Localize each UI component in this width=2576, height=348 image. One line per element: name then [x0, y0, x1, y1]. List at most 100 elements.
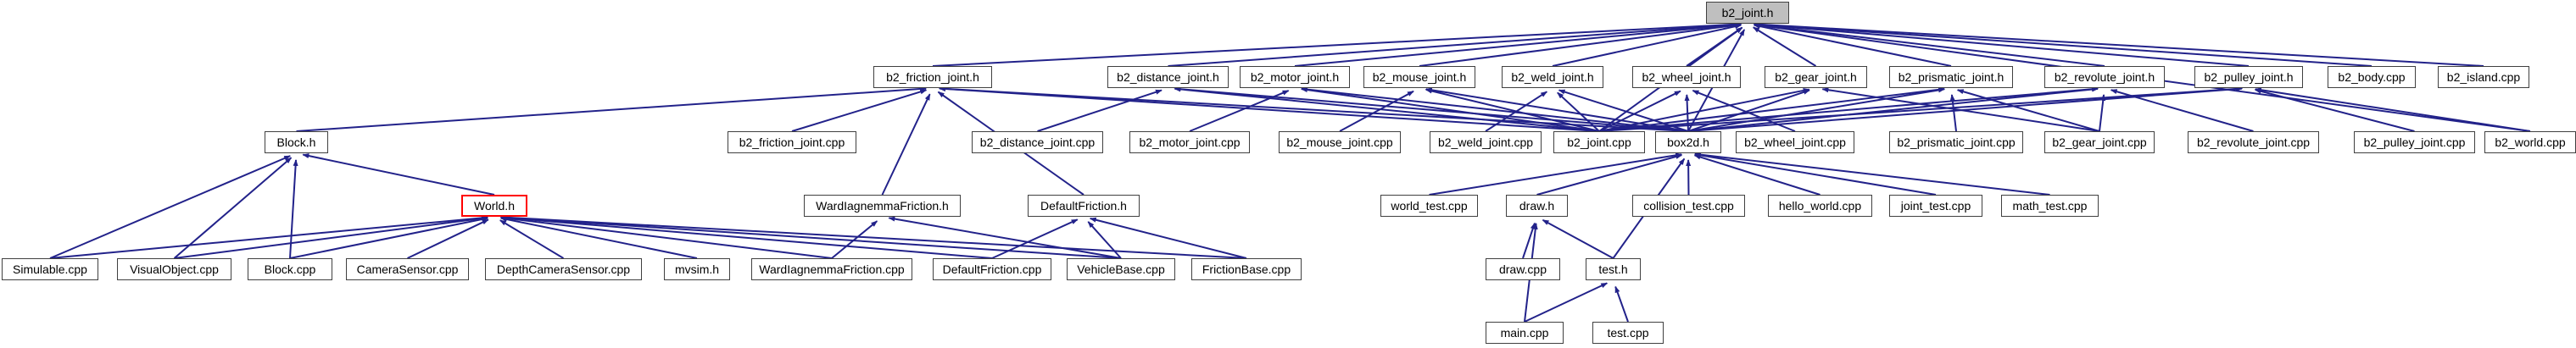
- graph-node-label: b2_prismatic_joint.h: [1898, 70, 2004, 84]
- graph-node-Block-h[interactable]: Block.h: [265, 131, 328, 153]
- graph-node-b2-wheel-joint-cpp[interactable]: b2_wheel_joint.cpp: [1736, 131, 1854, 153]
- graph-node-math-test-cpp[interactable]: math_test.cpp: [2001, 195, 2099, 217]
- graph-edge: [1687, 89, 1810, 132]
- graph-node-b2-prismatic-joint-cpp[interactable]: b2_prismatic_joint.cpp: [1889, 131, 2023, 153]
- graph-node-label: b2_world.cpp: [2495, 135, 2566, 149]
- graph-node-VisualObject-cpp[interactable]: VisualObject.cpp: [117, 258, 231, 280]
- graph-edge: [1174, 86, 1600, 132]
- graph-node-CameraSensor-cpp[interactable]: CameraSensor.cpp: [346, 258, 469, 280]
- graph-node-label: FrictionBase.cpp: [1202, 262, 1291, 276]
- graph-node-hello-world-cpp[interactable]: hello_world.cpp: [1768, 195, 1872, 217]
- graph-edge: [499, 214, 1122, 259]
- graph-edge: [1536, 154, 1683, 196]
- graph-node-label: test.h: [1598, 262, 1628, 276]
- graph-edge: [1684, 93, 1690, 132]
- graph-node-Block-cpp[interactable]: Block.cpp: [248, 258, 332, 280]
- graph-node-main-cpp[interactable]: main.cpp: [1486, 322, 1564, 344]
- graph-node-label: b2_pulley_joint.cpp: [2363, 135, 2466, 149]
- graph-edge: [1339, 90, 1414, 132]
- graph-edge: [888, 216, 1122, 259]
- graph-edge: [499, 219, 565, 259]
- graph-node-Simulable-cpp[interactable]: Simulable.cpp: [2, 258, 98, 280]
- graph-node-world-test-cpp[interactable]: world_test.cpp: [1380, 195, 1478, 217]
- graph-node-b2-distance-joint-h[interactable]: b2_distance_joint.h: [1107, 66, 1229, 88]
- graph-node-b2-joint-h[interactable]: b2_joint.h: [1706, 2, 1789, 24]
- graph-node-b2-pulley-joint-h[interactable]: b2_pulley_joint.h: [2194, 66, 2303, 88]
- graph-node-DefaultFriction-cpp[interactable]: DefaultFriction.cpp: [933, 258, 1051, 280]
- graph-node-VehicleBase-cpp[interactable]: VehicleBase.cpp: [1067, 258, 1175, 280]
- graph-node-b2-friction-joint-h[interactable]: b2_friction_joint.h: [873, 66, 992, 88]
- graph-edge: [49, 215, 489, 259]
- graph-node-b2-motor-joint-cpp[interactable]: b2_motor_joint.cpp: [1129, 131, 1250, 153]
- graph-node-label: CameraSensor.cpp: [356, 262, 459, 276]
- graph-edge: [1686, 26, 1743, 67]
- graph-node-b2-joint-cpp[interactable]: b2_joint.cpp: [1553, 131, 1645, 153]
- graph-edge: [296, 86, 928, 132]
- graph-node-label: b2_wheel_joint.cpp: [1744, 135, 1846, 149]
- graph-node-b2-weld-joint-cpp[interactable]: b2_weld_joint.cpp: [1430, 131, 1542, 153]
- graph-node-b2-prismatic-joint-h[interactable]: b2_prismatic_joint.h: [1889, 66, 2013, 88]
- graph-edge: [499, 215, 833, 259]
- graph-node-label: box2d.h: [1667, 135, 1709, 149]
- graph-node-b2-gear-joint-cpp[interactable]: b2_gear_joint.cpp: [2044, 131, 2155, 153]
- graph-node-label: b2_weld_joint.h: [1511, 70, 1594, 84]
- graph-node-b2-mouse-joint-h[interactable]: b2_mouse_joint.h: [1363, 66, 1475, 88]
- graph-node-DepthCameraSensor-cpp[interactable]: DepthCameraSensor.cpp: [485, 258, 642, 280]
- graph-edge: [2254, 87, 2531, 132]
- graph-node-label: b2_wheel_joint.h: [1642, 70, 1731, 84]
- graph-node-label: Block.h: [276, 135, 316, 149]
- graph-node-b2-world-cpp[interactable]: b2_world.cpp: [2484, 131, 2576, 153]
- graph-node-label: main.cpp: [1500, 326, 1549, 340]
- graph-node-label: b2_friction_joint.cpp: [739, 135, 845, 149]
- graph-node-label: b2_weld_joint.cpp: [1437, 135, 1534, 149]
- graph-node-test-h[interactable]: test.h: [1586, 258, 1641, 280]
- graph-edge: [1614, 285, 1629, 323]
- graph-node-WardIagnemmaFriction-h[interactable]: WardIagnemmaFriction.h: [804, 195, 961, 217]
- graph-node-draw-h[interactable]: draw.h: [1506, 195, 1568, 217]
- graph-node-mvsim-h[interactable]: mvsim.h: [664, 258, 730, 280]
- graph-node-collision-test-cpp[interactable]: collision_test.cpp: [1632, 195, 1745, 217]
- graph-node-b2-island-cpp[interactable]: b2_island.cpp: [2438, 66, 2529, 88]
- graph-node-label: b2_motor_joint.h: [1250, 70, 1340, 84]
- graph-node-b2-friction-joint-cpp[interactable]: b2_friction_joint.cpp: [728, 131, 856, 153]
- graph-node-label: b2_mouse_joint.h: [1372, 70, 1467, 84]
- graph-node-label: World.h: [474, 199, 515, 213]
- graph-edge: [1687, 87, 1946, 132]
- graph-node-box2d-h[interactable]: box2d.h: [1655, 131, 1721, 153]
- graph-node-World-h[interactable]: World.h: [461, 195, 527, 217]
- graph-node-test-cpp[interactable]: test.cpp: [1592, 322, 1664, 344]
- graph-node-b2-revolute-joint-h[interactable]: b2_revolute_joint.h: [2044, 66, 2165, 88]
- graph-edge: [2099, 93, 2106, 132]
- graph-edge: [1687, 86, 2099, 132]
- graph-edge: [1524, 282, 1609, 323]
- graph-node-DefaultFriction-h[interactable]: DefaultFriction.h: [1028, 195, 1140, 217]
- graph-node-FrictionBase-cpp[interactable]: FrictionBase.cpp: [1191, 258, 1302, 280]
- graph-node-b2-gear-joint-h[interactable]: b2_gear_joint.h: [1765, 66, 1867, 88]
- graph-node-b2-mouse-joint-cpp[interactable]: b2_mouse_joint.cpp: [1279, 131, 1401, 153]
- graph-node-b2-weld-joint-h[interactable]: b2_weld_joint.h: [1502, 66, 1603, 88]
- graph-node-b2-pulley-joint-cpp[interactable]: b2_pulley_joint.cpp: [2354, 131, 2475, 153]
- graph-edge: [1753, 22, 2372, 67]
- graph-node-label: WardIagnemmaFriction.cpp: [759, 262, 905, 276]
- graph-node-label: b2_distance_joint.cpp: [979, 135, 1096, 149]
- graph-node-label: WardIagnemmaFriction.h: [816, 199, 949, 213]
- graph-node-label: test.cpp: [1607, 326, 1649, 340]
- graph-edge: [1300, 86, 1689, 132]
- graph-node-b2-motor-joint-h[interactable]: b2_motor_joint.h: [1240, 66, 1350, 88]
- graph-node-label: b2_distance_joint.h: [1117, 70, 1219, 84]
- graph-edge: [1429, 152, 1683, 196]
- graph-edge: [1557, 91, 1600, 132]
- graph-node-b2-wheel-joint-h[interactable]: b2_wheel_joint.h: [1632, 66, 1741, 88]
- graph-node-b2-distance-joint-cpp[interactable]: b2_distance_joint.cpp: [972, 131, 1103, 153]
- graph-node-WardIagnemmaFriction-cpp[interactable]: WardIagnemmaFriction.cpp: [751, 258, 912, 280]
- graph-node-b2-body-cpp[interactable]: b2_body.cpp: [2328, 66, 2416, 88]
- graph-node-label: VisualObject.cpp: [130, 262, 219, 276]
- graph-node-b2-revolute-joint-cpp[interactable]: b2_revolute_joint.cpp: [2188, 131, 2319, 153]
- graph-edge: [1949, 93, 1957, 132]
- graph-edge: [1821, 87, 2100, 132]
- graph-edge: [791, 89, 928, 132]
- graph-node-label: world_test.cpp: [1391, 199, 1468, 213]
- graph-node-draw-cpp[interactable]: draw.cpp: [1486, 258, 1560, 280]
- graph-node-joint-test-cpp[interactable]: joint_test.cpp: [1889, 195, 1982, 217]
- graph-edge: [1692, 90, 1796, 132]
